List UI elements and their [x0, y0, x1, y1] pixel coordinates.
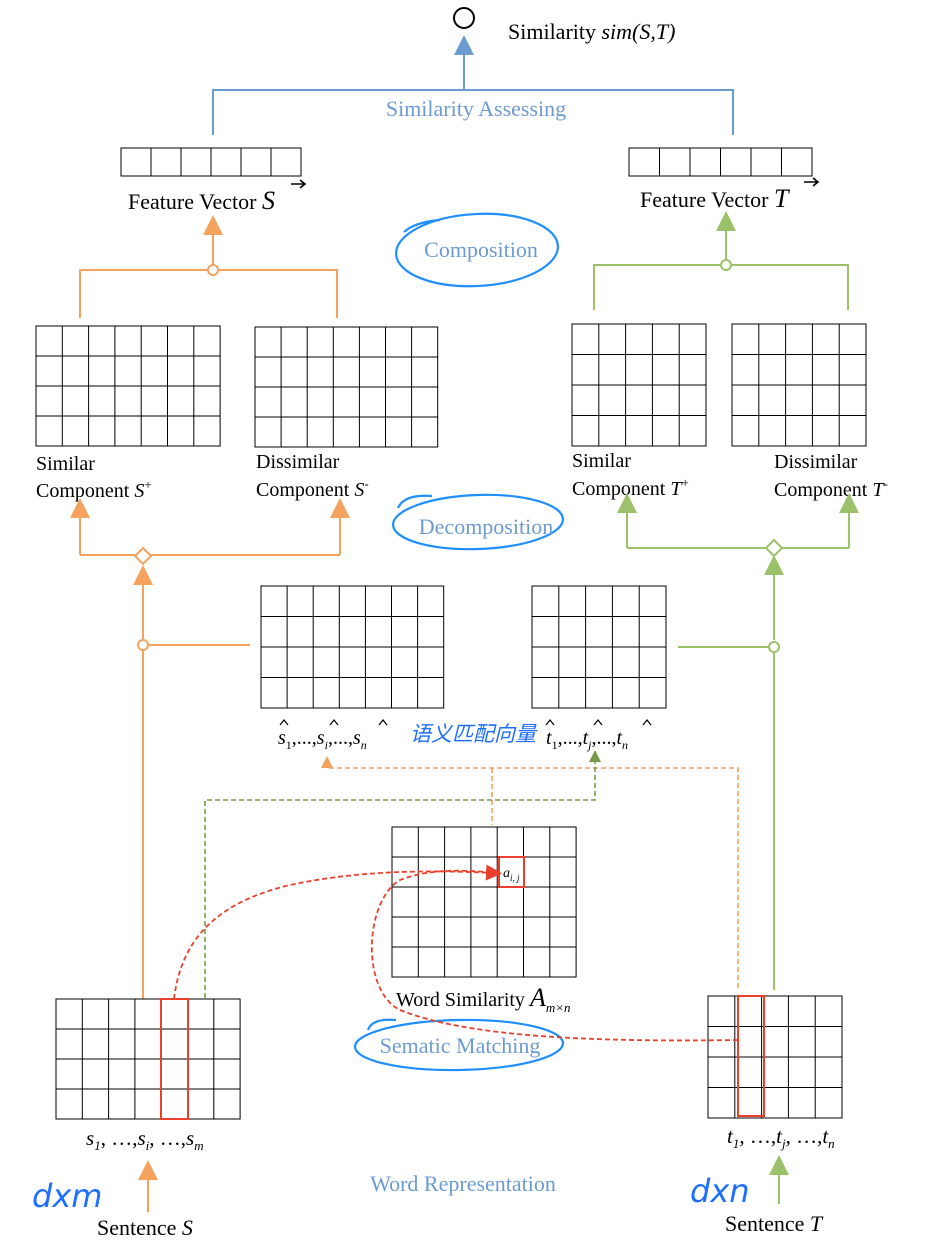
composition-connector-t [593, 211, 849, 310]
sematic-matching-label: Sematic Matching [380, 1033, 541, 1058]
decomposition-connector-t [617, 493, 859, 990]
sentence-s-label: Sentence S [97, 1215, 193, 1240]
sentence-t-column-highlight [737, 995, 765, 1117]
t-hat-arrowhead [589, 750, 601, 762]
composition-scribble-tail [403, 218, 441, 233]
feature-vector-t [628, 147, 813, 177]
dim-s-annotation: dxm [32, 1177, 102, 1215]
vector-arrow-s [291, 179, 307, 189]
grid-frame [391, 826, 577, 978]
similarity-assessing-label: Similarity Assessing [386, 96, 566, 121]
matching-scribble [353, 1018, 565, 1072]
sentence-s-sequence: s1, …,si, …,sm [86, 1126, 204, 1153]
sentence-t-sequence: t1, …,tj, …,tn [727, 1124, 835, 1151]
composition-connector-s [79, 215, 338, 318]
feature-vector-s [120, 147, 302, 177]
output-node [453, 7, 475, 29]
t-hat-carets [545, 719, 652, 726]
decomposition-label: Decomposition [419, 514, 553, 539]
match-arrow-from-s [173, 864, 503, 1000]
decomposition-scribble-tail [396, 494, 433, 509]
sentence-t-label: Sentence T [725, 1211, 824, 1236]
dissimilar-component-s-label: Dissimilar Component S- [256, 451, 369, 501]
similar-component-s-grid [35, 325, 221, 447]
composition-label: Composition [424, 237, 538, 262]
semantic-vectors-annotation: 语义匹配向量 [410, 722, 538, 746]
similarity-title: Similarity sim(S,T) [508, 19, 675, 44]
dashed-green-connectors [204, 762, 596, 998]
vector-arrow-t [804, 177, 820, 187]
dissimilar-component-t-grid [731, 323, 867, 447]
s-hat-sequence: s1,...,si,...,sn [278, 727, 367, 752]
t-hat-sequence: t1,...,tj,...,tn [546, 727, 628, 752]
semantic-matching-vectors-t-grid [531, 585, 667, 709]
sentence-t-matrix [707, 995, 843, 1119]
similar-component-s-label: Similar Component S+ [36, 453, 152, 502]
composition-scribble [394, 212, 560, 288]
dissimilar-component-s-grid [254, 326, 439, 448]
word-representation-label: Word Representation [370, 1171, 556, 1196]
matrix-cell-label: ai, j [503, 866, 520, 883]
sentence-s-matrix [55, 998, 241, 1120]
word-similarity-matrix [391, 826, 577, 978]
dissimilar-component-t-label: Dissimilar Component T- [774, 451, 888, 501]
feature-vector-t-label: Feature Vector T [640, 184, 790, 213]
similar-component-t-label: Similar Component T+ [572, 450, 689, 500]
decomposition-connector-s [70, 498, 350, 1000]
s-hat-arrowhead [321, 756, 333, 768]
similar-component-t-grid [571, 323, 707, 447]
matching-scribble-tail [366, 1018, 397, 1031]
dim-t-annotation: dxn [690, 1172, 750, 1210]
word-similarity-label: Word Similarity Am×n [396, 983, 571, 1015]
semantic-matching-vectors-s-grid [260, 585, 445, 709]
decomposition-scribble [391, 493, 565, 551]
s-hat-carets [279, 719, 388, 726]
feature-vector-s-label: Feature Vector S [128, 186, 275, 215]
similarity-assessing-connector [212, 35, 734, 135]
